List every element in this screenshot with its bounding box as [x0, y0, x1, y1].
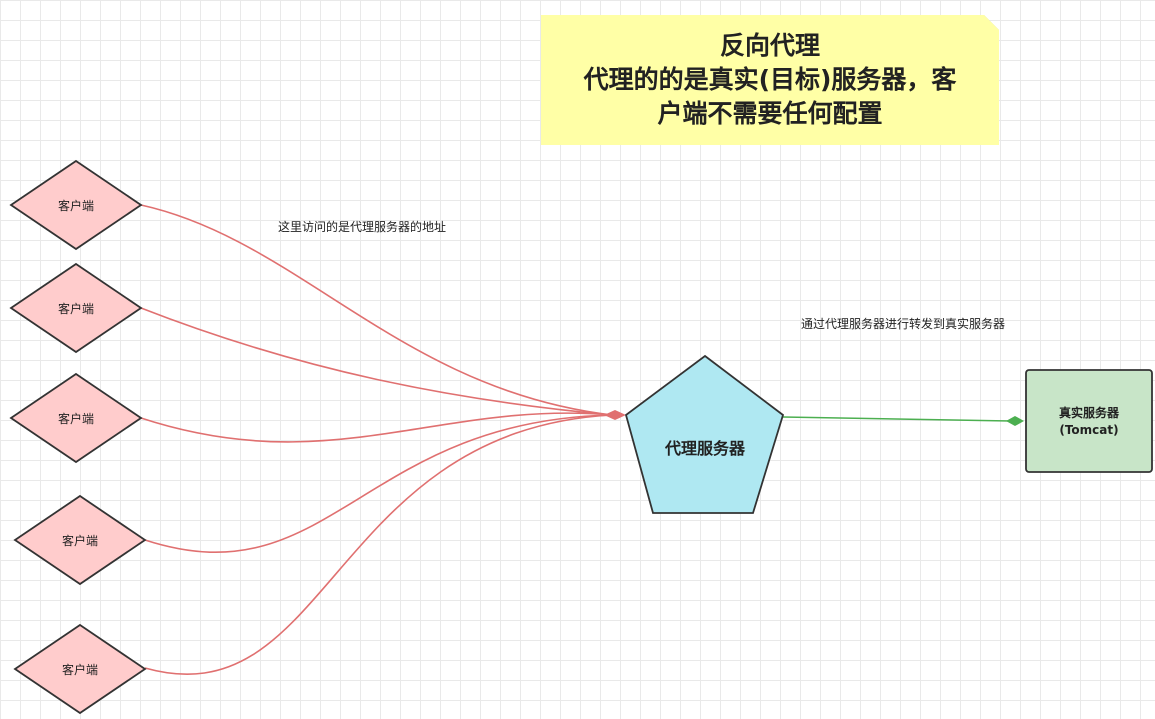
title-note-line-2: 代理的的是真实(目标)服务器，客: [583, 65, 957, 94]
client-node-4[interactable]: [13, 494, 147, 586]
title-note-line-1: 反向代理: [719, 31, 820, 60]
client-edge-label: 这里访问的是代理服务器的地址: [278, 220, 447, 234]
client-edges: [140, 204, 626, 675]
real-server-label: 真实服务器 (Tomcat): [1026, 400, 1152, 444]
edge-endpoint-diamond: [604, 410, 626, 420]
client-label-3: 客户端: [57, 411, 94, 426]
client-node-3[interactable]: [9, 372, 143, 464]
proxy-server-label: 代理服务器: [664, 439, 745, 458]
client-node-1[interactable]: [9, 159, 143, 251]
client-label-2: 客户端: [57, 301, 94, 316]
edge-client-5-proxy[interactable]: [144, 414, 613, 675]
server-edge: [782, 416, 1024, 426]
client-node-2[interactable]: [9, 262, 143, 354]
title-note-text: 反向代理 代理的的是真实(目标)服务器，客 户端不需要任何配置: [550, 29, 990, 131]
edge-server-endpoint-diamond: [1006, 416, 1024, 426]
title-note[interactable]: 反向代理 代理的的是真实(目标)服务器，客 户端不需要任何配置: [541, 15, 999, 145]
edge-proxy-server[interactable]: [782, 416, 1011, 422]
client-shapes: [9, 159, 147, 715]
server-edge-label: 通过代理服务器进行转发到真实服务器: [801, 317, 1006, 331]
client-label-1: 客户端: [57, 198, 94, 213]
client-label-4: 客户端: [61, 533, 98, 548]
title-note-line-3: 户端不需要任何配置: [657, 99, 883, 128]
real-server-label-line-1: 真实服务器: [1058, 406, 1119, 420]
edge-client-1-proxy[interactable]: [140, 204, 613, 416]
real-server-node[interactable]: [1025, 369, 1153, 473]
client-node-5[interactable]: [13, 623, 147, 715]
client-label-5: 客户端: [61, 662, 98, 677]
edge-client-4-proxy[interactable]: [144, 414, 613, 553]
edge-client-3-proxy[interactable]: [140, 412, 613, 443]
real-server-label-line-2: (Tomcat): [1059, 423, 1119, 437]
proxy-server-node[interactable]: [624, 354, 785, 514]
edge-client-2-proxy[interactable]: [140, 307, 613, 416]
